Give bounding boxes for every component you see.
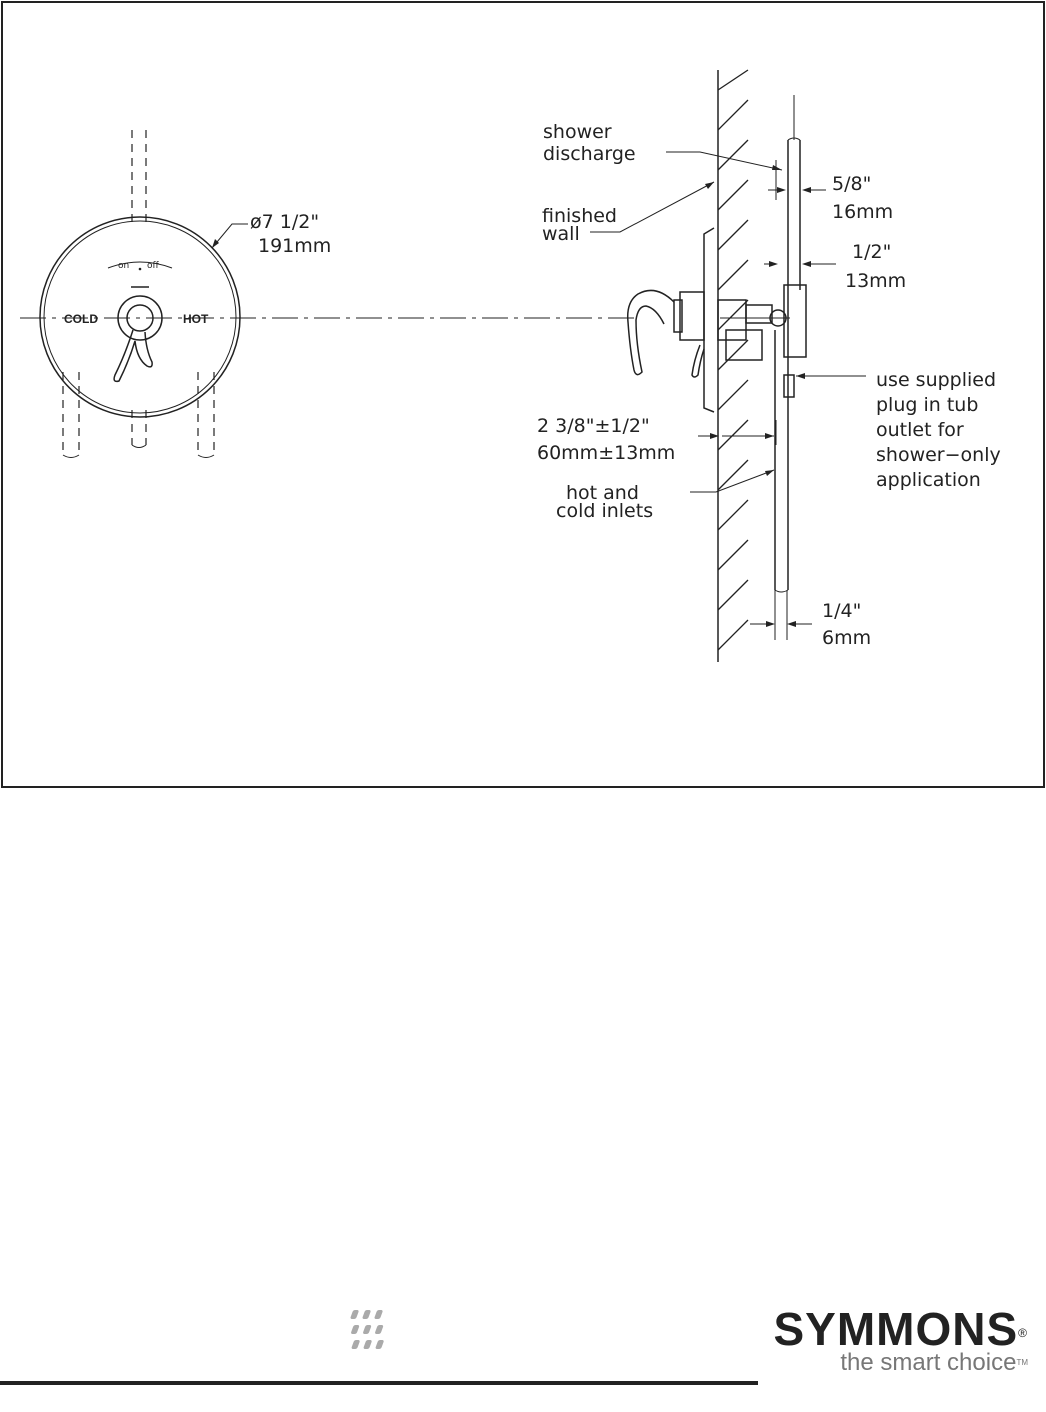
dim-58-in-label: 5/8" (832, 173, 871, 195)
tagline-trademark: TM (1016, 1358, 1028, 1367)
drawing-frame (1, 1, 1045, 788)
diameter-label: ø7 1/2" (250, 211, 319, 233)
hot-label: HOT (183, 312, 209, 326)
plug-note-3: outlet for (876, 419, 964, 441)
shower-discharge-label-1: shower (543, 121, 612, 143)
cold-label: COLD (64, 312, 98, 326)
footer-rule (0, 1381, 758, 1385)
front-view: on off COLD HOT ø7 1/2" 191mm (39, 130, 331, 458)
brand-name: SYMMONS® (748, 1306, 1028, 1352)
tagline-text: the smart choice (840, 1349, 1017, 1376)
plug-note-1: use supplied (876, 369, 996, 391)
diameter-mm-label: 191mm (258, 235, 331, 257)
dim-238-mm-label: 60mm±13mm (537, 442, 675, 464)
brand-registered-mark: ® (1018, 1326, 1028, 1340)
lever-side (626, 289, 675, 376)
dim-58-mm-label: 16mm (832, 201, 893, 223)
escutcheon-plate (39, 216, 241, 418)
finished-wall-label-1: finished (542, 205, 617, 227)
off-label: off (147, 261, 160, 271)
side-view: shower discharge finished wall 5/8" 16mm… (537, 69, 1001, 662)
dim-14-in-label: 1/4" (822, 600, 861, 622)
brand-text: SYMMONS (773, 1303, 1019, 1355)
inlets-label-2: cold inlets (556, 500, 653, 522)
dim-14-mm-label: 6mm (822, 627, 871, 649)
inlets-label-1: hot and (566, 482, 639, 504)
brand-logo: SYMMONS® the smart choiceTM (748, 1306, 1028, 1376)
finished-wall-label-2: wall (542, 223, 580, 245)
on-label: on (118, 261, 129, 271)
shower-discharge-label-2: discharge (543, 143, 636, 165)
plug-note-5: application (876, 469, 981, 491)
plug-note-4: shower−only (876, 444, 1001, 466)
brand-tagline: the smart choiceTM (748, 1350, 1028, 1376)
dim-238-in-label: 2 3/8"±1/2" (537, 415, 650, 437)
lever-handle (113, 329, 153, 383)
dim-12-mm-label: 13mm (845, 270, 906, 292)
plug-note-2: plug in tub (876, 394, 978, 416)
dim-12-in-label: 1/2" (852, 241, 891, 263)
symmons-logo-icon (350, 1310, 384, 1349)
